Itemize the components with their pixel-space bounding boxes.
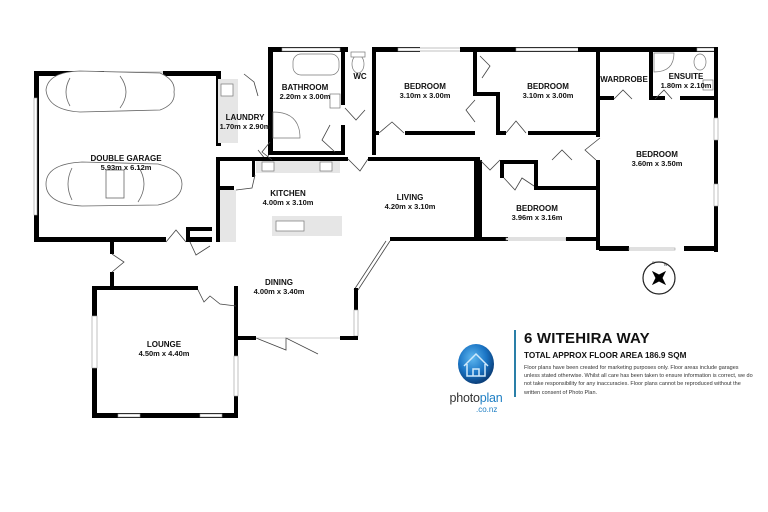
brand-name: photoplan bbox=[440, 391, 512, 405]
garage-area bbox=[33, 70, 238, 243]
room-dims-bedroom-2: 3.10m x 3.00m bbox=[523, 91, 574, 100]
room-name-kitchen: KITCHEN bbox=[270, 189, 306, 198]
kitchen-living-area bbox=[186, 141, 480, 256]
total-floor-area: TOTAL APPROX FLOOR AREA 186.9 SQM bbox=[524, 351, 687, 360]
svg-text:N: N bbox=[664, 262, 667, 267]
compass-rose-icon: S N bbox=[642, 260, 676, 295]
room-name-laundry: LAUNDRY bbox=[226, 113, 265, 122]
room-dims-kitchen: 4.00m x 3.10m bbox=[263, 198, 314, 207]
room-dims-ensuite: 1.80m x 2.10m bbox=[661, 81, 712, 90]
room-dims-bathroom: 2.20m x 3.00m bbox=[280, 92, 331, 101]
room-name-living: LIVING bbox=[397, 193, 424, 202]
room-dims-bedroom-1: 3.10m x 3.00m bbox=[400, 91, 451, 100]
room-name-bedroom-2: BEDROOM bbox=[527, 82, 569, 91]
brand-name-part2: plan bbox=[479, 391, 503, 405]
disclaimer-text: Floor plans have been created for market… bbox=[524, 365, 753, 396]
room-name-bedroom-3: BEDROOM bbox=[516, 204, 558, 213]
brand-domain: .co.nz bbox=[476, 405, 498, 414]
bathroom-area bbox=[268, 47, 376, 155]
room-name-lounge: LOUNGE bbox=[147, 340, 182, 349]
car-icon bbox=[45, 70, 175, 113]
room-dims-lounge: 4.50m x 4.40m bbox=[139, 349, 190, 358]
room-dims-bedroom-3: 3.96m x 3.16m bbox=[512, 213, 563, 222]
dining-lounge-area bbox=[91, 240, 391, 418]
room-labels: DOUBLE GARAGE 5.93m x 6.12m LAUNDRY 1.70… bbox=[90, 72, 711, 358]
svg-text:S: S bbox=[652, 260, 655, 265]
bedroom-3-area bbox=[478, 149, 600, 241]
room-dims-double-garage: 5.93m x 6.12m bbox=[101, 163, 152, 172]
brand-name-part1: photo bbox=[449, 391, 480, 405]
room-name-wc: WC bbox=[353, 72, 367, 81]
room-dims-dining: 4.00m x 3.40m bbox=[254, 287, 305, 296]
room-dims-laundry: 1.70m x 2.90m bbox=[220, 122, 271, 131]
room-name-double-garage: DOUBLE GARAGE bbox=[90, 154, 162, 163]
room-name-bathroom: BATHROOM bbox=[282, 83, 329, 92]
room-dims-bedroom-master: 3.60m x 3.50m bbox=[632, 159, 683, 168]
room-dims-living: 4.20m x 3.10m bbox=[385, 202, 436, 211]
bedrooms-top-area bbox=[372, 47, 719, 252]
property-address: 6 WITEHIRA WAY bbox=[524, 330, 650, 347]
house-globe-icon bbox=[458, 344, 494, 384]
property-info-panel: 6 WITEHIRA WAY TOTAL APPROX FLOOR AREA 1… bbox=[514, 330, 754, 397]
car-icon bbox=[45, 161, 183, 207]
room-name-bedroom-1: BEDROOM bbox=[404, 82, 446, 91]
room-name-dining: DINING bbox=[265, 278, 293, 287]
room-name-ensuite: ENSUITE bbox=[669, 72, 704, 81]
room-name-wardrobe: WARDROBE bbox=[600, 75, 648, 84]
room-name-bedroom-master: BEDROOM bbox=[636, 150, 678, 159]
